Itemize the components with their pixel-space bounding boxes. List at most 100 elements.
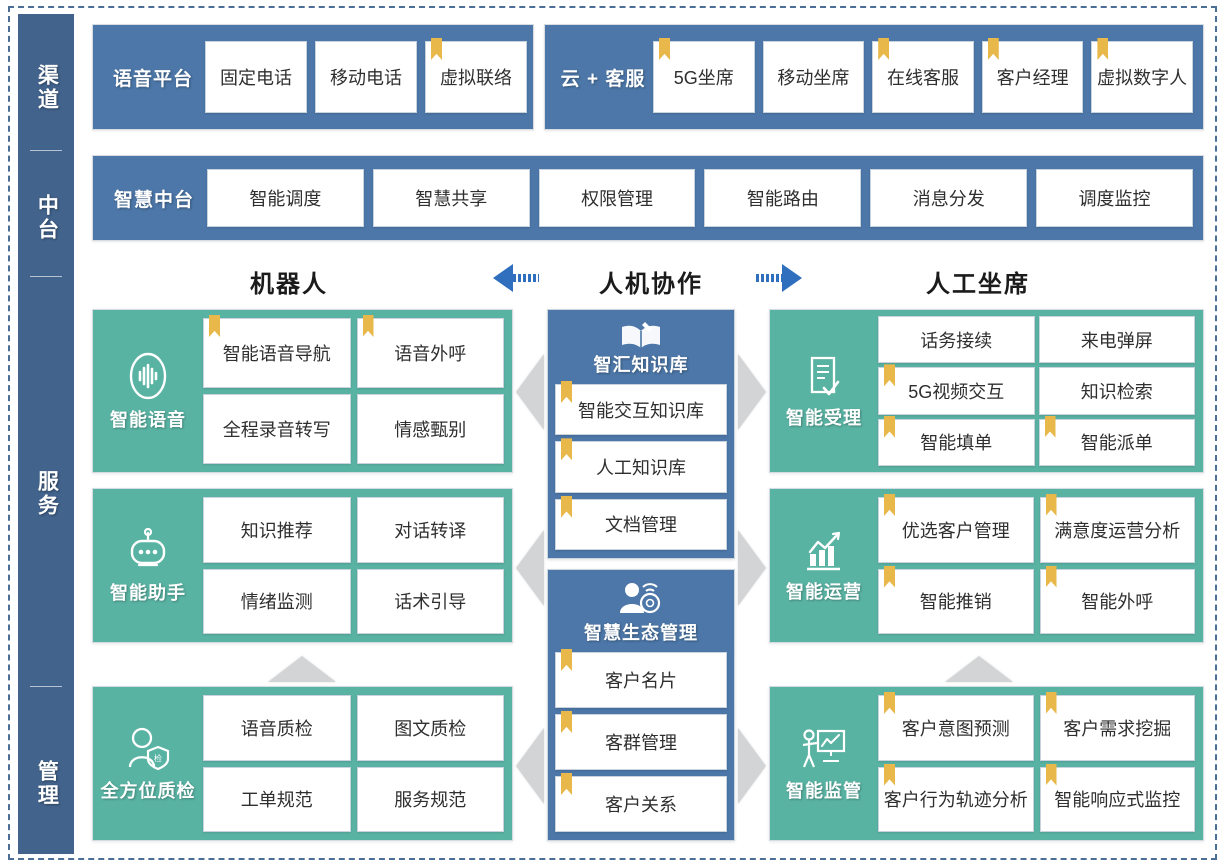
cell-label: 调度监控 bbox=[1078, 189, 1151, 209]
person-network-icon bbox=[615, 579, 667, 619]
item-preferred-customer-management[interactable]: 优选客户管理 bbox=[878, 497, 1034, 563]
cell-label: 文档管理 bbox=[605, 515, 677, 536]
item-smart-interactive-kb[interactable]: 智能交互知识库 bbox=[555, 384, 727, 436]
item-emotion-discrimination[interactable]: 情感甄别 bbox=[356, 394, 504, 464]
panel-title-intelligent-supervision: 智能监管 bbox=[786, 780, 862, 801]
item-knowledge-retrieval[interactable]: 知识检索 bbox=[1038, 367, 1195, 415]
midplatform-item-dispatch-monitoring[interactable]: 调度监控 bbox=[1036, 169, 1193, 227]
cell-label: 话术引导 bbox=[394, 592, 467, 613]
rail-label-channel: 渠道 bbox=[35, 64, 59, 112]
document-check-icon bbox=[804, 352, 844, 402]
channel-item-online-service[interactable]: 在线客服 bbox=[872, 41, 974, 113]
cell-label: 图文质检 bbox=[394, 718, 467, 739]
rail-segment-service: 服务 bbox=[18, 314, 74, 674]
item-service-standard[interactable]: 服务规范 bbox=[356, 766, 504, 832]
item-voice-quality-inspection[interactable]: 语音质检 bbox=[203, 695, 351, 761]
cell-label: 智慧共享 bbox=[415, 189, 488, 209]
panel-intelligent-voice: 智能语音 智能语音导航 语音外呼 全程录音转写 情感甄别 bbox=[92, 309, 513, 473]
item-script-guidance[interactable]: 话术引导 bbox=[356, 568, 504, 634]
header-robot: 机器人 bbox=[250, 271, 328, 298]
item-document-management[interactable]: 文档管理 bbox=[555, 498, 727, 550]
channel-item-mobile-seat[interactable]: 移动坐席 bbox=[762, 41, 865, 113]
channel-item-fixed-phone[interactable]: 固定电话 bbox=[205, 41, 307, 113]
panel-head-intelligent-voice: 智能语音 bbox=[93, 310, 203, 472]
item-incoming-call-popup[interactable]: 来电弹屏 bbox=[1038, 316, 1195, 364]
cell-label: 话务接续 bbox=[920, 330, 993, 351]
item-customer-card[interactable]: 客户名片 bbox=[555, 652, 727, 708]
channel-item-account-manager[interactable]: 客户经理 bbox=[981, 41, 1084, 113]
panel-items-intelligent-supervision: 客户意图预测 客户需求挖掘 客户行为轨迹分析 智能响应式监控 bbox=[878, 687, 1203, 840]
cell-label: 来电弹屏 bbox=[1080, 330, 1153, 351]
cell-label: 语音外呼 bbox=[394, 344, 467, 364]
channel-item-virtual-contact[interactable]: 虚拟联络 bbox=[425, 41, 527, 113]
item-smart-order-dispatch[interactable]: 智能派单 bbox=[1038, 418, 1195, 466]
connector-left-quality bbox=[516, 728, 544, 804]
panel-title-full-quality-inspection: 全方位质检 bbox=[100, 780, 196, 801]
item-full-recording-transcription[interactable]: 全程录音转写 bbox=[203, 394, 351, 464]
midplatform-item-smart-routing[interactable]: 智能路由 bbox=[704, 169, 862, 227]
cell-label: 权限管理 bbox=[581, 189, 654, 209]
item-smart-form-filling[interactable]: 智能填单 bbox=[878, 418, 1035, 466]
channel-item-5g-seat[interactable]: 5G坐席 bbox=[653, 41, 755, 113]
panel-title-intelligent-operation: 智能运营 bbox=[786, 581, 862, 602]
item-work-order-standard[interactable]: 工单规范 bbox=[203, 766, 351, 832]
panel-intelligent-acceptance: 智能受理 话务接续 来电弹屏 5G视频交互 知识检索 智能填单 智能派单 bbox=[769, 309, 1204, 473]
rail-divider-2 bbox=[30, 276, 62, 277]
cell-label: 客户需求挖掘 bbox=[1063, 718, 1172, 739]
cell-label: 情绪监测 bbox=[240, 592, 313, 613]
item-customer-intent-prediction[interactable]: 客户意图预测 bbox=[878, 695, 1034, 761]
bar-chart-trend-icon bbox=[802, 528, 846, 576]
midplatform-item-message-distribution[interactable]: 消息分发 bbox=[870, 169, 1028, 227]
arrow-left-icon bbox=[493, 264, 513, 292]
cloud-service-band: 云 + 客服 5G坐席 移动坐席 在线客服 客户经理 虚拟数字人 bbox=[544, 24, 1204, 130]
connector-left-assistant bbox=[516, 530, 544, 606]
channel-item-mobile-phone[interactable]: 移动电话 bbox=[315, 41, 417, 113]
cell-label: 知识推荐 bbox=[240, 520, 313, 541]
rail-segment-midplatform: 中台 bbox=[18, 162, 74, 274]
item-smart-voice-navigation[interactable]: 智能语音导航 bbox=[203, 318, 351, 388]
channel-item-virtual-human[interactable]: 虚拟数字人 bbox=[1091, 41, 1193, 113]
connector-left-voice bbox=[516, 354, 544, 430]
rail-divider-1 bbox=[30, 150, 62, 151]
midplatform-item-smart-sharing[interactable]: 智慧共享 bbox=[372, 169, 530, 227]
item-5g-video-interaction[interactable]: 5G视频交互 bbox=[878, 367, 1035, 415]
panel-head-intelligent-acceptance: 智能受理 bbox=[770, 310, 878, 472]
cell-label: 知识检索 bbox=[1080, 381, 1153, 402]
panel-items-intelligent-assistant: 知识推荐 对话转译 情绪监测 话术引导 bbox=[203, 489, 512, 642]
panel-head-intelligent-assistant: 智能助手 bbox=[93, 489, 203, 642]
item-voice-outbound-call[interactable]: 语音外呼 bbox=[356, 318, 504, 388]
midplatform-item-smart-dispatch[interactable]: 智能调度 bbox=[207, 169, 364, 227]
cell-label: 智能派单 bbox=[1080, 433, 1153, 454]
panel-head-knowledge-base: 智汇知识库 bbox=[548, 310, 734, 384]
item-smart-responsive-monitoring[interactable]: 智能响应式监控 bbox=[1039, 766, 1195, 832]
item-knowledge-recommendation[interactable]: 知识推荐 bbox=[203, 497, 351, 563]
item-text-image-quality-inspection[interactable]: 图文质检 bbox=[356, 695, 504, 761]
item-manual-kb[interactable]: 人工知识库 bbox=[555, 441, 727, 493]
item-call-connection[interactable]: 话务接续 bbox=[878, 316, 1035, 364]
midplatform-item-permission-management[interactable]: 权限管理 bbox=[538, 169, 696, 227]
item-smart-marketing[interactable]: 智能推销 bbox=[878, 568, 1034, 634]
cell-label: 智能填单 bbox=[920, 433, 993, 454]
mid-platform-cells: 智能调度 智慧共享 权限管理 智能路由 消息分发 调度监控 bbox=[207, 169, 1193, 227]
rail-label-service: 服务 bbox=[35, 470, 59, 518]
cell-label: 客户意图预测 bbox=[901, 718, 1010, 739]
item-customer-demand-mining[interactable]: 客户需求挖掘 bbox=[1039, 695, 1195, 761]
item-smart-outbound-call[interactable]: 智能外呼 bbox=[1039, 568, 1195, 634]
cell-label: 满意度运营分析 bbox=[1054, 520, 1181, 541]
cell-label: 客户行为轨迹分析 bbox=[883, 790, 1028, 811]
rail-segment-channel: 渠道 bbox=[18, 28, 74, 148]
item-customer-relationship[interactable]: 客户关系 bbox=[555, 776, 727, 832]
panel-items-smart-ecosystem-management: 客户名片 客群管理 客户关系 bbox=[548, 652, 734, 840]
svg-text:检: 检 bbox=[154, 753, 162, 763]
item-customer-behavior-trace-analysis[interactable]: 客户行为轨迹分析 bbox=[878, 766, 1034, 832]
panel-title-intelligent-acceptance: 智能受理 bbox=[786, 408, 862, 428]
panel-title-intelligent-voice: 智能语音 bbox=[110, 410, 186, 430]
item-dialogue-translation[interactable]: 对话转译 bbox=[356, 497, 504, 563]
panel-title-intelligent-assistant: 智能助手 bbox=[110, 582, 186, 603]
item-customer-group-management[interactable]: 客群管理 bbox=[555, 714, 727, 770]
voice-platform-cells: 固定电话 移动电话 虚拟联络 bbox=[205, 41, 527, 113]
cell-label: 在线客服 bbox=[886, 68, 959, 88]
item-emotion-monitoring[interactable]: 情绪监测 bbox=[203, 568, 351, 634]
panel-head-intelligent-operation: 智能运营 bbox=[770, 489, 878, 642]
item-satisfaction-operation-analysis[interactable]: 满意度运营分析 bbox=[1039, 497, 1195, 563]
